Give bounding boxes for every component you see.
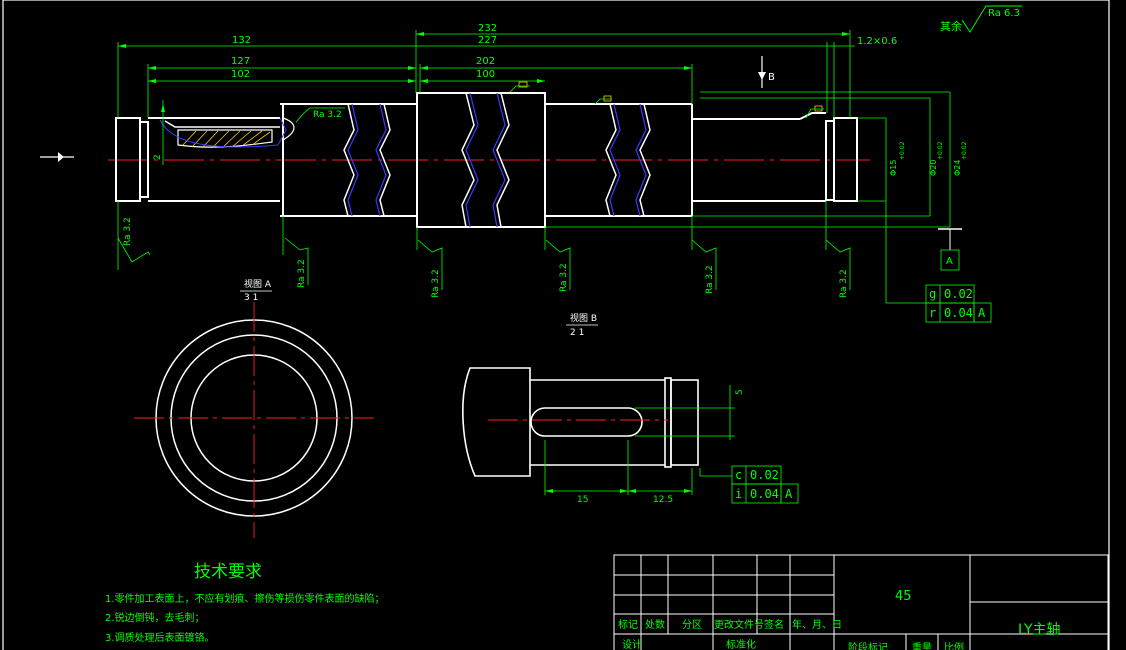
dim-232: 232 xyxy=(478,23,497,34)
diameter-20: Φ20 xyxy=(929,160,938,176)
roughness-prefix: 其余 xyxy=(940,19,962,33)
dim-127: 127 xyxy=(231,56,250,67)
tol-b-sym1: c xyxy=(735,468,742,482)
roughness-mark-4: Ra 3.2 xyxy=(559,263,569,292)
tb-col-sign: 签名 xyxy=(764,618,784,631)
tol-main-sym2: r xyxy=(929,306,936,320)
top-dimension-texts: 232 227 132 1.2×0.6 127 202 102 100 xyxy=(231,23,897,80)
break-lines-white xyxy=(343,92,651,228)
tb-scale: 比例 xyxy=(944,641,964,650)
tb-stage-mark: 阶段标记 xyxy=(848,641,888,650)
dim-chamfer: 1.2×0.6 xyxy=(857,36,897,47)
tol-main-datum2: A xyxy=(978,306,986,320)
roughness-mark-1: Ra 3.2 xyxy=(123,217,133,246)
tech-req-item-3: 3.调质处理后表面镀铬。 xyxy=(105,631,215,644)
roughness-mark-3: Ra 3.2 xyxy=(431,269,441,298)
diameter-15-tol: +0.02 xyxy=(899,141,906,160)
dim-102: 102 xyxy=(231,69,250,80)
tolerance-frame-main xyxy=(925,284,992,323)
tolerance-frame-b xyxy=(731,465,799,504)
diameter-15: Φ15 xyxy=(889,160,898,176)
small-finish-leaders xyxy=(509,85,824,119)
tb-col-zone: 分区 xyxy=(682,619,702,631)
roughness-mark-2: Ra 3.2 xyxy=(297,259,307,288)
view-a-title: 视图 A xyxy=(244,278,272,290)
view-b-scale: 2 1 xyxy=(570,328,584,338)
diameter-20-tol: +0.02 xyxy=(937,141,944,160)
tb-col-mark: 标记 xyxy=(618,619,638,631)
tol-b-datum2: A xyxy=(785,487,793,501)
keyway-roughness: Ra 3.2 xyxy=(295,107,345,123)
title-block xyxy=(613,554,1109,650)
keyway-section-left xyxy=(159,117,295,149)
keyway-width: 5 xyxy=(735,389,745,395)
title-block-text: 45 LY主轴 标记 处数 分区 更改文件号 签名 年、月、日 设计 标准化 阶… xyxy=(618,589,1061,650)
tb-col-docno: 更改文件号 xyxy=(714,618,764,631)
break-lines xyxy=(347,92,647,228)
roughness-general-label: Ra 6.3 xyxy=(988,8,1020,19)
tb-weight: 重量 xyxy=(912,641,932,650)
view-b-arrow-label: B xyxy=(768,72,775,83)
view-a-scale: 3 1 xyxy=(244,293,258,303)
part-name: LY主轴 xyxy=(1018,622,1061,638)
view-b-dimensions xyxy=(544,385,735,495)
roughness-mark-5: Ra 3.2 xyxy=(705,265,715,294)
roughness-mark-6: Ra 3.2 xyxy=(839,269,849,298)
diameter-labels: Φ15 +0.02 Φ20 +0.02 Φ24 +0.02 xyxy=(889,141,968,176)
left-small-dim: 2 xyxy=(153,154,163,160)
dimension-lines xyxy=(117,30,951,304)
view-b-title: 视图 B xyxy=(570,312,597,324)
tol-main-val1: 0.02 xyxy=(944,287,973,301)
tb-col-date: 年、月、日 xyxy=(792,618,842,631)
dim-202: 202 xyxy=(476,56,495,67)
datum-a-label: A xyxy=(946,256,953,267)
diameter-24: Φ24 xyxy=(953,160,962,176)
dim-100: 100 xyxy=(476,69,495,80)
view-a: 视图 A 3 1 xyxy=(134,278,374,538)
view-b: 视图 B 2 1 xyxy=(462,312,699,477)
tech-req-title: 技术要求 xyxy=(194,562,262,582)
tol-b-val2: 0.04 xyxy=(750,487,779,501)
tol-main-sym1: g xyxy=(929,287,936,301)
keyway-roughness-label: Ra 3.2 xyxy=(313,110,342,120)
tech-req-item-2: 2.锐边倒钝，去毛刺； xyxy=(105,611,205,624)
datum-a: A xyxy=(938,228,962,271)
diameter-24-tol: +0.02 xyxy=(961,141,968,160)
tb-row-design: 设计 xyxy=(622,638,642,650)
material: 45 xyxy=(895,589,912,604)
tb-col-count: 处数 xyxy=(645,618,665,631)
tol-main-val2: 0.04 xyxy=(944,306,973,320)
roughness-marks-bottom-labels: Ra 3.2 Ra 3.2 Ra 3.2 Ra 3.2 Ra 3.2 Ra 3.… xyxy=(123,217,849,298)
dim-227: 227 xyxy=(478,35,497,46)
tb-row-standard: 标准化 xyxy=(726,638,756,650)
tech-req-item-1: 1.零件加工表面上，不应有划痕、擦伤等损伤零件表面的缺陷； xyxy=(105,592,385,605)
roughness-marks-bottom xyxy=(117,237,851,290)
dim-132: 132 xyxy=(232,35,251,46)
keyway-offset: 12.5 xyxy=(653,495,673,505)
general-roughness: 其余 Ra 6.3 xyxy=(940,5,1022,33)
keyway-length: 15 xyxy=(577,495,588,505)
left-arrow-mark xyxy=(40,152,74,162)
tol-b-sym2: i xyxy=(735,487,742,501)
dimension-arrows xyxy=(118,32,850,83)
shaft-outline xyxy=(115,92,858,228)
technical-requirements: 技术要求 1.零件加工表面上，不应有划痕、擦伤等损伤零件表面的缺陷； 2.锐边倒… xyxy=(105,562,385,644)
small-finish-marks xyxy=(518,81,823,112)
view-b-arrow: B xyxy=(758,72,775,83)
tol-b-val1: 0.02 xyxy=(750,468,779,482)
